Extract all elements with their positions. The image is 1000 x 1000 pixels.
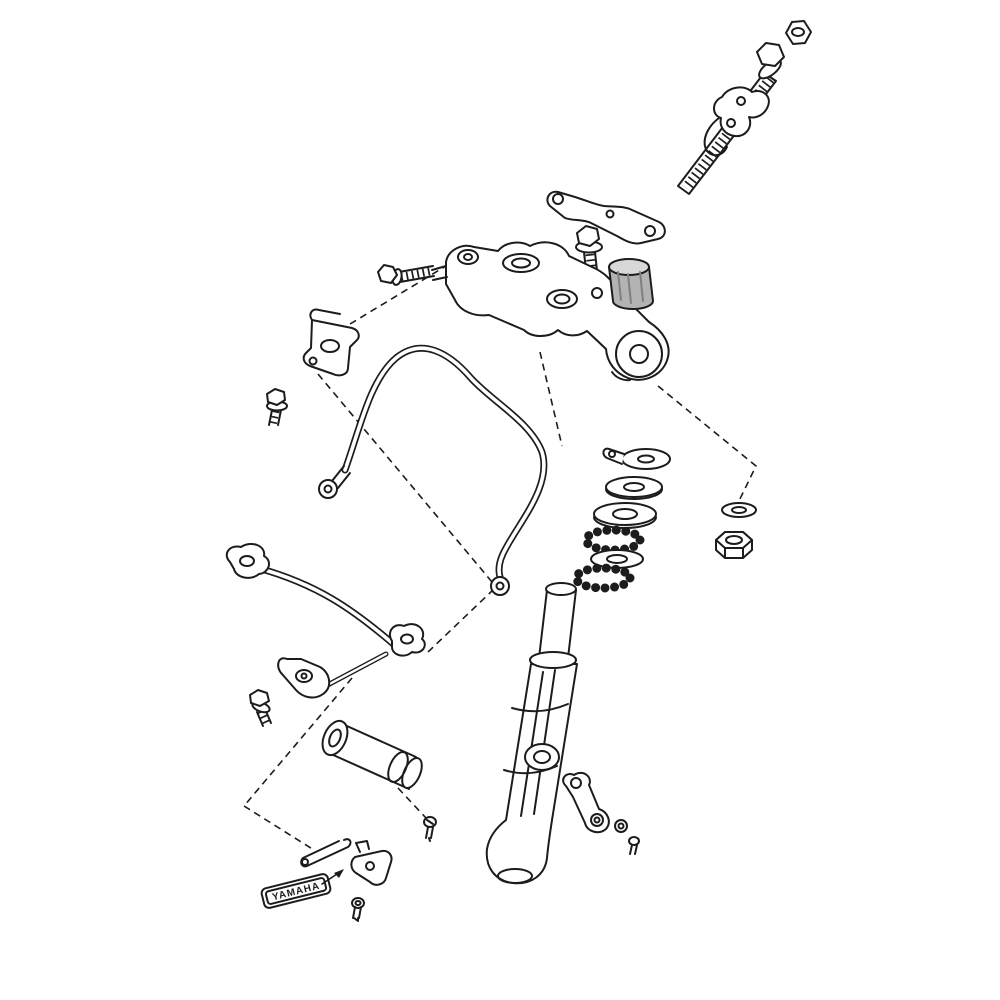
brake-hose-guide-wire <box>318 344 548 596</box>
steering-bearing-stack <box>571 447 671 593</box>
bracket-bolt <box>266 388 288 426</box>
steering-stem-lower <box>321 719 423 790</box>
steering-stem-fork-tube <box>485 582 578 885</box>
washer-right <box>721 502 757 518</box>
fork-stabilizer <box>225 543 426 699</box>
hex-nut-top <box>785 20 812 45</box>
small-screw <box>423 816 437 842</box>
upper-triple-clamp <box>431 241 670 382</box>
lower-bearing-race <box>524 743 560 771</box>
steering-ring-nut <box>715 531 753 559</box>
yamaha-emblem: YAMAHA <box>260 873 332 909</box>
damper-bushing <box>607 258 655 310</box>
pinch-bolt <box>377 264 435 286</box>
emblem-bracket <box>350 840 393 886</box>
arm-screw <box>628 836 640 855</box>
arm-washer <box>614 819 628 833</box>
emblem-pointer-arrow <box>321 869 344 885</box>
emblem-screw <box>351 897 365 922</box>
stay-bracket-plate <box>546 190 666 245</box>
cable-guide-bracket <box>302 308 360 377</box>
stabilizer-bolt <box>249 689 272 727</box>
brake-hose-arm <box>562 771 610 834</box>
spring-clip <box>300 838 352 868</box>
leader-lines <box>243 265 757 851</box>
handlebar-holder <box>703 86 770 157</box>
